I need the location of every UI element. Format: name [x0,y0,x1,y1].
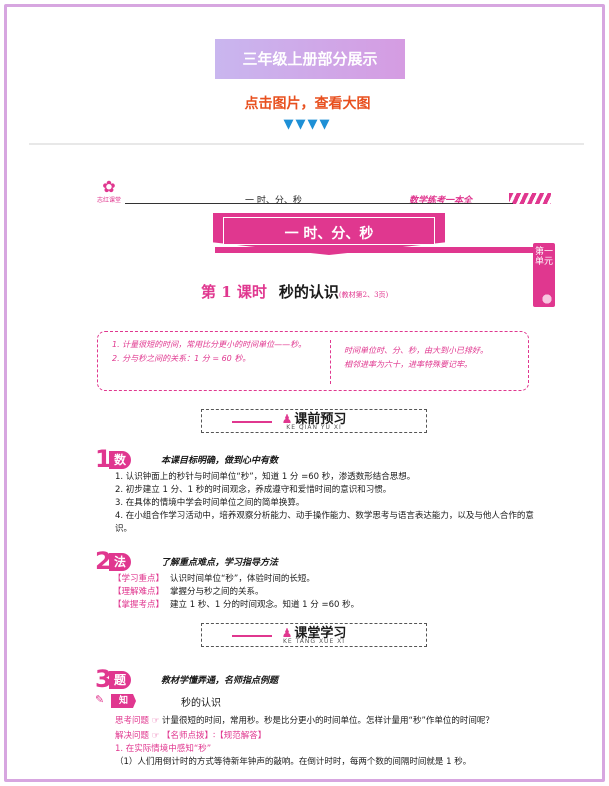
side-dot-icon [539,291,555,307]
lesson-heading: 第 1 课时秒的认识(教材第2、3页) [201,281,388,302]
kp-label: 知识点 [111,694,137,708]
teacher-icon: ♟ [281,626,293,640]
question-tag: 思考问题 [115,716,150,726]
list-item: 2. 初步建立 1 分、1 秒的时间观念，养成遵守和爱惜时间的意识和习惯。 [115,485,392,495]
question-text: 计量很短的时间，常用秒。秒是比分更小的时间单位。怎样计量用“秒”作单位的时间呢？ [162,716,494,726]
key-point: 1. 计量很短的时间，常用比分更小的时间单位——秒。 [112,340,307,349]
header-chapter: 一 时、分、秒 [245,196,302,206]
key-points-box: 1. 计量很短的时间，常用比分更小的时间单位——秒。 2. 分与秒之间的关系：1… [97,331,529,391]
example-body: 思考问题 ☞ 计量很短的时间，常用秒。秒是比分更小的时间单位。怎样计量用“秒”作… [95,715,535,769]
classroom-pinyin: KE TANG XUE XI [282,638,346,645]
step-text: （1）人们用倒计时的方式等待新年钟声的敲响。在倒计时时，每两个数的间隔时间就是 … [115,757,472,767]
answer: 解决问题 ☞ 【名师点拨】∶【规范解答】 [95,730,535,743]
click-hint[interactable]: 点击图片，查看大图 [244,96,371,112]
section-label: 数部 [109,451,132,485]
pen-icon: ✎ [95,693,105,706]
section-label: 法部 [109,553,132,587]
key-points-right: 时间单位时、分、秒，由大到小已排好。 相邻进率为六十，进率特殊要记牢。 [344,344,524,372]
item-text: 掌握分与秒之间的关系。 [170,587,264,597]
hand-icon: ☞ [149,716,163,726]
section-number: 1 [95,445,112,473]
rhyme-line: 相邻进率为六十，进率特殊要记牢。 [344,360,472,369]
list-item: 3. 在具体的情境中学会时间单位之间的简单换算。 [115,498,305,508]
key-points-left: 1. 计量很短的时间，常用比分更小的时间单位——秒。 2. 分与秒之间的关系：1… [112,338,322,366]
lesson-number: 第 1 课时 [201,283,267,301]
logo-text: 志红课堂 [96,197,121,204]
unit-banner-inner [223,217,435,245]
list-item: 【掌握考点】建立 1 秒、1 分的时间观念。知道 1 分 =60 秒。 [113,599,533,612]
item-tag: 【理解难点】 [113,587,165,597]
unit-banner: 一 时、分、秒 [213,213,445,255]
rhyme-line: 时间单位时、分、秒，由大到小已排好。 [344,346,488,355]
item-tag: 【学习重点】 [113,574,165,584]
list-item: 1. 认识钟面上的秒针与时间单位“秒”，知道 1 分 =60 秒，渗透数形结合思… [115,472,416,482]
preview-header: ♟课前预习 KE QIAN YU XI [201,409,427,433]
flower-logo-icon: ✿ [102,177,116,196]
item-text: 建立 1 秒、1 分的时间观念。知道 1 分 =60 秒。 [170,600,360,610]
classroom-title: 课堂学习 [294,626,347,641]
down-arrows-icon: ▼▼▼▼ [283,117,332,132]
publisher-logo: ✿ 志红课堂 [95,179,123,209]
classroom-title-wrap: ♟课堂学习 [202,622,426,641]
header-stripe [509,193,551,204]
list-item: 4. 在小组合作学习活动中，培养观察分析能力、动手操作能力、数学思考与语言表达能… [115,511,534,534]
section-desc: 教材学懂弄通，名师指点例题 [161,676,279,686]
header-book-name: 数学练考一本全 [409,196,473,206]
list-item: 【理解难点】掌握分与秒之间的关系。 [113,586,533,599]
box-divider [330,340,331,384]
item-text: 认识时间单位“秒”，体验时间的长短。 [170,574,315,584]
answer-tag: 解决问题 [115,731,150,741]
answer-links: 【名师点拨】∶【规范解答】 [162,731,267,741]
unit-bar [215,247,545,253]
header-rule [125,203,513,204]
preview-pinyin: KE QIAN YU XI [286,424,342,431]
list-item: 【学习重点】认识时间单位“秒”，体验时间的长短。 [113,573,533,586]
pill-dash [232,635,272,637]
preview-title-wrap: ♟课前预习 [202,408,426,427]
pill-dash [232,421,272,423]
step-heading: 1. 在实际情境中感知“秒” [115,744,212,754]
page-frame: 三年级上册部分展示 点击图片，查看大图 ▼▼▼▼ ✿ 志红课堂 一 时、分、秒 … [4,4,605,782]
section-label: 题部 [109,671,132,705]
grade-banner[interactable]: 三年级上册部分展示 [215,39,405,79]
unit-title: 一 时、分、秒 [284,226,374,242]
page-header: ✿ 志红课堂 一 时、分、秒 数学练考一本全 [95,179,555,209]
section-desc: 本课目标明确，做到心中有数 [161,456,279,466]
goals-list: 1. 认识钟面上的秒针与时间单位“秒”，知道 1 分 =60 秒，渗透数形结合思… [115,471,535,536]
question: 思考问题 ☞ 计量很短的时间，常用秒。秒是比分更小的时间单位。怎样计量用“秒”作… [95,715,535,728]
classroom-header: ♟课堂学习 KE TANG XUE XI [201,623,427,647]
key-point: 2. 分与秒之间的关系：1 分 = 60 秒。 [112,354,251,363]
lesson-title: 秒的认识 [278,283,339,301]
divider [29,143,584,145]
section-number: 3 [95,665,112,693]
methods-list: 【学习重点】认识时间单位“秒”，体验时间的长短。 【理解难点】掌握分与秒之间的关… [113,573,533,612]
teacher-icon: ♟ [281,412,293,426]
kp-title: 秒的认识 [181,698,221,709]
item-tag: 【掌握考点】 [113,600,165,610]
section-number: 2 [95,547,112,575]
section-desc: 了解重点难点，学习指导方法 [161,558,279,568]
preview-title: 课前预习 [294,412,347,427]
lesson-ref: (教材第2、3页) [338,291,389,299]
hand-icon: ☞ [149,731,163,741]
